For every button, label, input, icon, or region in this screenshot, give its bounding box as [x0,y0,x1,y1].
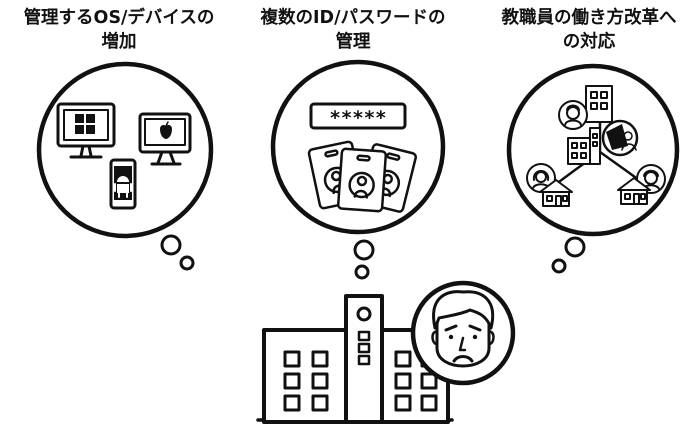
thought-bubble-devices [36,61,214,271]
teacher-laptop-icon [601,119,639,157]
bubble-circle [36,61,214,239]
thought-bubble-id-password: ***** [270,59,446,280]
bubble-dot-large [353,239,375,261]
title-id-password-line1: 複数のID/パスワードの [260,8,446,28]
bubble-circle [506,63,680,237]
worried-face-icon [410,280,516,386]
title-os-devices-line1: 管理するOS/デバイスの [23,8,215,28]
title-os-devices-line2: 増加 [101,32,137,52]
school-building-icon [585,85,613,123]
bubble-circle [270,59,446,235]
apple-imac-icon [138,112,192,166]
android-phone-icon [109,158,137,210]
title-id-password-line2: 管理 [335,32,371,52]
bubble-dot-large [564,236,586,258]
title-work-style-reform: 教職員の働き方改革へ の対応 [478,6,700,54]
bubble-dot-small [354,264,370,280]
windows-monitor-icon [56,102,116,159]
person-face-icon [558,100,588,130]
password-field-icon: ***** [309,102,407,130]
thought-bubble-work-style [506,63,680,274]
bubble-dot-small [551,258,567,274]
bubble-dot-small [179,255,195,271]
school-building-icon [567,127,601,165]
id-card-icon [307,140,418,213]
home-icon [617,177,651,205]
home-icon [539,179,573,207]
title-os-devices: 管理するOS/デバイスの 増加 [0,6,238,54]
title-work-style-reform-line1: 教職員の働き方改革へ [501,8,677,28]
title-work-style-reform-line2: の対応 [562,32,616,52]
title-id-password: 複数のID/パスワードの 管理 [248,6,458,54]
bubble-dot-large [160,234,182,256]
password-mask-text: ***** [329,107,386,129]
